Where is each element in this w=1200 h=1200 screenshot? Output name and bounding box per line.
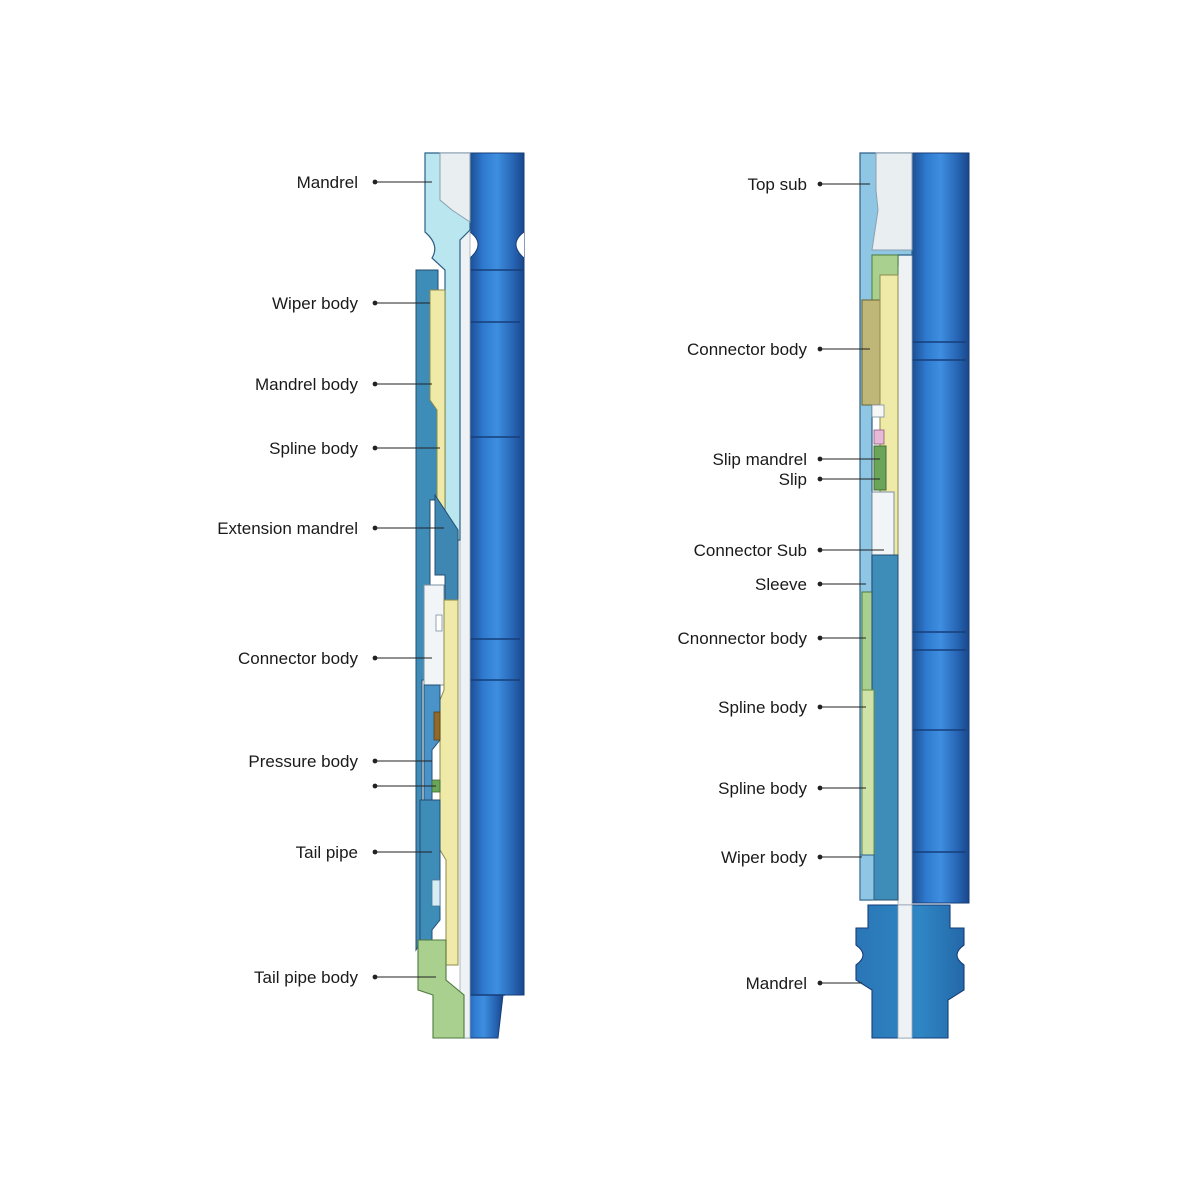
right-wiper-body xyxy=(859,854,875,901)
left-label-spline-body: Spline body xyxy=(269,439,440,458)
left-leader-dot-wiper-body xyxy=(372,300,378,306)
left-mandrel-part xyxy=(424,152,471,541)
right-label-connector-body: Connector body xyxy=(687,340,870,359)
right-leader-dot-sleeve xyxy=(817,581,823,587)
right-label-cnonnector-body: Cnonnector body xyxy=(678,629,866,648)
right-label-text-top-sub: Top sub xyxy=(747,175,807,194)
right-label-mandrel: Mandrel xyxy=(746,974,862,993)
right-label-top-sub: Top sub xyxy=(747,175,870,194)
left-top-bore xyxy=(439,152,471,223)
left-label-mandrel-body: Mandrel body xyxy=(255,375,432,394)
right-leader-dot-cnonnector-body xyxy=(817,635,823,641)
left-tail-pipe xyxy=(419,799,441,951)
right-leader-dot-mandrel xyxy=(817,980,823,986)
left-leader-dot-extension-mandrel xyxy=(372,525,378,531)
left-label-tail-pipe-body: Tail pipe body xyxy=(254,968,436,987)
right-top-bore xyxy=(871,152,913,251)
left-leader-dot-spline-body xyxy=(372,445,378,451)
left-leader-dot-tail-pipe-body xyxy=(372,974,378,980)
right-label-text-spline-body-2: Spline body xyxy=(718,779,807,798)
right-label-slip-mandrel: Slip mandrel xyxy=(713,450,880,469)
left-label-pressure-body: Pressure body xyxy=(248,752,432,771)
left-label-tail-pipe: Tail pipe xyxy=(296,843,432,862)
right-label-text-cnonnector-body: Cnonnector body xyxy=(678,629,808,648)
left-brown-seal xyxy=(433,711,441,741)
right-inner-rod xyxy=(911,152,970,904)
left-leader-dot-mandrel xyxy=(372,179,378,185)
right-pink-seal xyxy=(873,429,885,445)
left-tail-pipe-body xyxy=(417,939,465,1039)
right-leader-dot-spline-body-1 xyxy=(817,704,823,710)
right-leader-dot-top-sub xyxy=(817,181,823,187)
right-leader-dot-connector-body xyxy=(817,346,823,352)
right-label-slip: Slip xyxy=(779,470,880,489)
right-label-connector-sub: Connector Sub xyxy=(694,541,884,560)
left-label-text-wiper-body: Wiper body xyxy=(272,294,358,313)
left-label-wiper-body: Wiper body xyxy=(272,294,430,313)
right-leader-dot-spline-body-2 xyxy=(817,785,823,791)
right-label-spline-body-1: Spline body xyxy=(718,698,866,717)
right-label-text-slip: Slip xyxy=(779,470,807,489)
right-label-wiper-body: Wiper body xyxy=(721,848,862,867)
left-connector-body xyxy=(423,584,445,686)
left-label-unlabeled xyxy=(372,783,436,789)
left-lower-sleeve xyxy=(439,599,459,966)
right-label-text-sleeve: Sleeve xyxy=(755,575,807,594)
left-label-text-spline-body: Spline body xyxy=(269,439,358,458)
right-connector-body xyxy=(861,299,881,406)
left-label-text-mandrel: Mandrel xyxy=(297,173,358,192)
right-label-text-slip-mandrel: Slip mandrel xyxy=(713,450,808,469)
left-label-text-pressure-body: Pressure body xyxy=(248,752,358,771)
right-label-spline-body-2: Spline body xyxy=(718,779,866,798)
right-label-text-connector-sub: Connector Sub xyxy=(694,541,807,560)
left-label-extension-mandrel: Extension mandrel xyxy=(217,519,444,538)
left-bore xyxy=(459,229,471,1039)
left-leader-dot-unlabeled xyxy=(372,783,378,789)
right-label-text-connector-body: Connector body xyxy=(687,340,808,359)
right-lower-sleeve xyxy=(861,689,875,871)
right-slip xyxy=(873,445,887,491)
right-label-text-wiper-body: Wiper body xyxy=(721,848,807,867)
left-label-text-connector-body: Connector body xyxy=(238,649,359,668)
left-leader-dot-pressure-body xyxy=(372,758,378,764)
right-tool-assembly xyxy=(855,152,970,1039)
right-leader-dot-slip-mandrel xyxy=(817,456,823,462)
right-leader-dot-wiper-body xyxy=(817,854,823,860)
right-label-sleeve: Sleeve xyxy=(755,575,866,594)
right-leader-dot-connector-sub xyxy=(817,547,823,553)
right-label-text-spline-body-1: Spline body xyxy=(718,698,807,717)
left-leader-dot-mandrel-body xyxy=(372,381,378,387)
left-label-text-mandrel-body: Mandrel body xyxy=(255,375,359,394)
left-leader-dot-connector-body xyxy=(372,655,378,661)
left-inner-rod xyxy=(463,152,525,1039)
left-tool-assembly xyxy=(415,152,525,1039)
left-leader-dot-tail-pipe xyxy=(372,849,378,855)
left-label-text-tail-pipe: Tail pipe xyxy=(296,843,358,862)
left-label-connector-body: Connector body xyxy=(238,649,432,668)
left-label-mandrel: Mandrel xyxy=(297,173,432,192)
right-leader-dot-slip xyxy=(817,476,823,482)
left-label-text-extension-mandrel: Extension mandrel xyxy=(217,519,358,538)
left-label-text-tail-pipe-body: Tail pipe body xyxy=(254,968,358,987)
right-spline-body xyxy=(871,554,899,901)
right-label-text-mandrel: Mandrel xyxy=(746,974,807,993)
